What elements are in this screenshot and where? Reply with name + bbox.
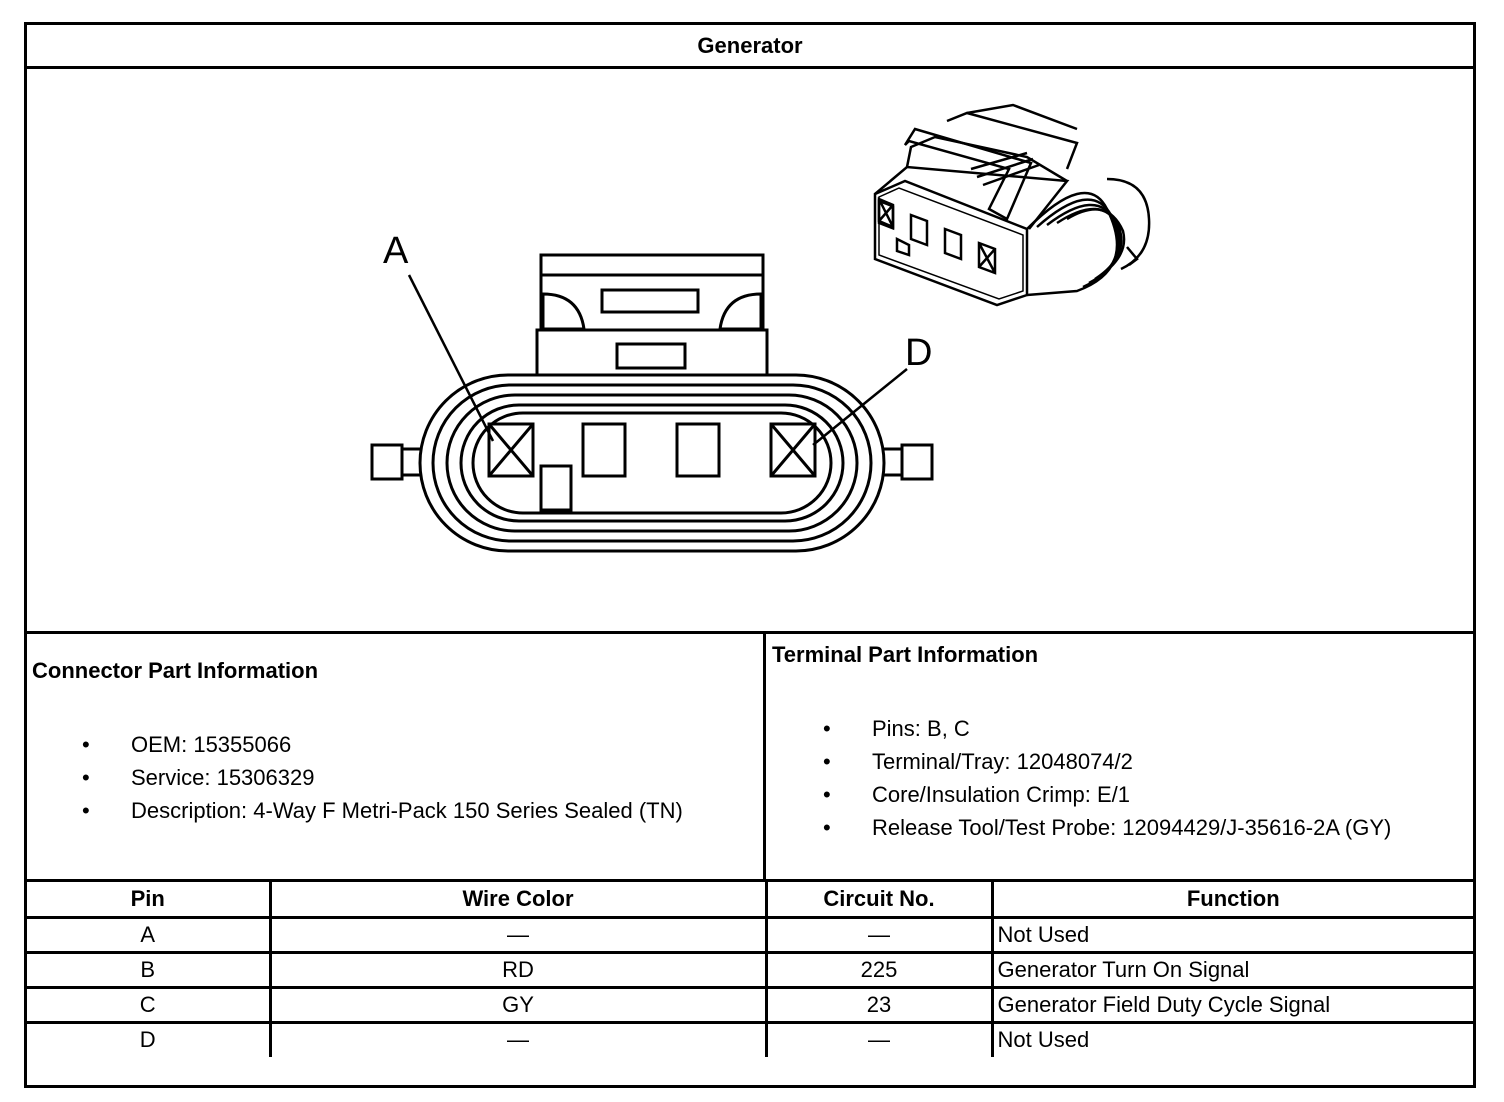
cell-pin: D — [27, 1020, 272, 1057]
latch-tab — [615, 342, 687, 370]
cell-pin: B — [27, 950, 272, 989]
cell-wire-color: — — [268, 915, 768, 954]
connector-info-item: •Description: 4-Way F Metri-Pack 150 Ser… — [27, 794, 683, 827]
connector-info-heading: Connector Part Information — [32, 658, 319, 683]
bullet: • — [823, 782, 831, 807]
cell-function: Not Used — [990, 915, 1473, 954]
cell-circuit-no: 225 — [764, 950, 994, 989]
table-row: C GY 23 Generator Field Duty Cycle Signa… — [27, 985, 1473, 1024]
connector-info-list: •OEM: 15355066 •Service: 15306329 •Descr… — [27, 728, 683, 827]
terminal-info-item: •Terminal/Tray: 12048074/2 — [768, 745, 1391, 778]
terminal-info-item: •Pins: B, C — [768, 712, 1391, 745]
callout-d: D — [905, 332, 932, 374]
part-info-row: Connector Part Information •OEM: 1535506… — [27, 631, 1473, 882]
cavity-c — [675, 422, 721, 478]
connector-sheet: Generator — [24, 22, 1476, 1088]
side-tab-right — [900, 443, 934, 481]
table-row: B RD 225 Generator Turn On Signal — [27, 950, 1473, 989]
table-row: A — — Not Used — [27, 915, 1473, 954]
page-title: Generator — [27, 25, 1473, 69]
cell-wire-color: — — [268, 1020, 768, 1057]
cell-circuit-no: — — [764, 1020, 994, 1057]
header-wire-color: Wire Color — [268, 882, 768, 919]
polarization-key — [539, 464, 573, 512]
side-tab-left — [370, 443, 404, 481]
connector-3d-view — [873, 103, 1151, 307]
connector-info-item: •OEM: 15355066 — [27, 728, 683, 761]
cavity-d — [769, 422, 817, 478]
cavity-a — [487, 422, 535, 478]
connector-diagram-area: A D — [27, 69, 1473, 631]
bullet: • — [823, 749, 831, 774]
bullet: • — [82, 765, 90, 790]
header-function: Function — [990, 882, 1473, 919]
bullet: • — [823, 815, 831, 840]
header-circuit-no: Circuit No. — [764, 882, 994, 919]
cell-circuit-no: — — [764, 915, 994, 954]
connector-diagram: A D — [370, 103, 1151, 553]
cavity-b — [581, 422, 627, 478]
terminal-part-info: Terminal Part Information •Pins: B, C •T… — [766, 634, 1473, 879]
header-pin: Pin — [27, 882, 272, 919]
bullet: • — [823, 716, 831, 741]
table-header-row: Pin Wire Color Circuit No. Function — [27, 882, 1473, 919]
cell-pin: C — [27, 985, 272, 1024]
terminal-info-list: •Pins: B, C •Terminal/Tray: 12048074/2 •… — [768, 712, 1391, 844]
cell-function: Generator Field Duty Cycle Signal — [990, 985, 1473, 1024]
latch-housing — [539, 253, 765, 332]
cell-circuit-no: 23 — [764, 985, 994, 1024]
cell-wire-color: GY — [268, 985, 768, 1024]
terminal-info-item: •Core/Insulation Crimp: E/1 — [768, 778, 1391, 811]
connector-face-view — [370, 253, 934, 553]
terminal-info-heading: Terminal Part Information — [772, 642, 1039, 667]
connector-info-item: •Service: 15306329 — [27, 761, 683, 794]
bullet: • — [82, 798, 90, 823]
bullet: • — [82, 732, 90, 757]
connector-part-info: Connector Part Information •OEM: 1535506… — [27, 634, 766, 879]
table-row: D — — Not Used — [27, 1020, 1473, 1057]
terminal-info-item: •Release Tool/Test Probe: 12094429/J-356… — [768, 811, 1391, 844]
latch-slot — [600, 288, 700, 314]
pin-table: Pin Wire Color Circuit No. Function A — … — [27, 882, 1473, 1057]
cell-function: Generator Turn On Signal — [990, 950, 1473, 989]
cell-function: Not Used — [990, 1020, 1473, 1057]
callout-a: A — [383, 230, 409, 272]
cell-wire-color: RD — [268, 950, 768, 989]
connector-body — [418, 373, 886, 553]
cell-pin: A — [27, 915, 272, 954]
